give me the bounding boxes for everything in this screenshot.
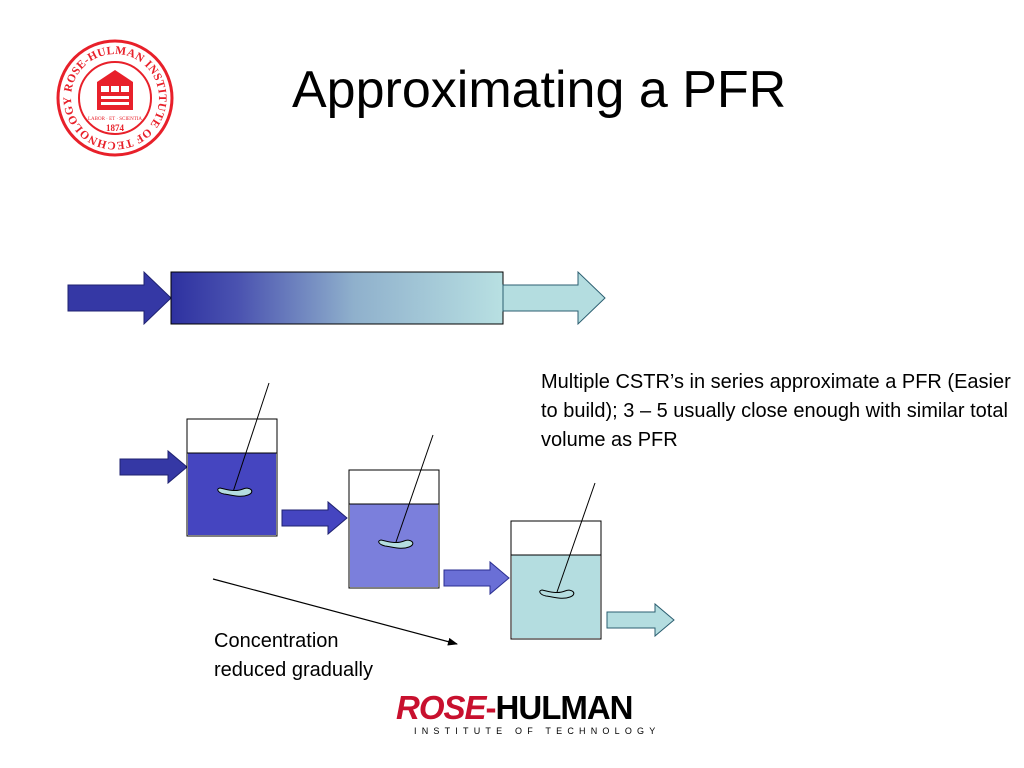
arrow-tank1-to-tank2 (281, 500, 348, 536)
pfr-inlet-arrow (67, 270, 172, 326)
stirrer-shaft-1 (232, 382, 270, 493)
impeller-icon (378, 539, 414, 549)
concentration-label-line1: Concentration (214, 630, 339, 652)
logo-separator: - (485, 689, 497, 726)
impeller-icon (539, 589, 575, 599)
feed-arrow (119, 449, 188, 485)
cstr-tank-3 (510, 482, 602, 640)
cstr-outlet-arrow (606, 602, 675, 638)
institute-seal-icon: ROSE-HULMAN INSTITUTE OF TECHNOLOGY LABO… (56, 39, 174, 157)
logo-hulman: HULMAN (495, 689, 634, 726)
caption-text: Multiple CSTR’s in series approximate a … (541, 371, 1011, 451)
arrow-tank2-to-tank3 (443, 560, 510, 596)
cstr-tank-2 (348, 434, 440, 589)
page-title: Approximating a PFR (292, 61, 787, 119)
logo-rose: ROSE (396, 689, 487, 726)
concentration-label: Concentration reduced gradually (214, 627, 434, 685)
concentration-trend-arrow (212, 578, 458, 646)
stirrer-shaft-2 (395, 434, 434, 543)
impeller-icon (217, 487, 253, 497)
seal-year: 1874 (106, 123, 125, 133)
concentration-label-line2: reduced gradually (214, 659, 373, 681)
pfr-outlet-arrow (502, 270, 606, 326)
pfr-tube (170, 271, 504, 325)
seal-motto: LABOR · ET · SCIENTIA (88, 117, 142, 122)
rose-hulman-logo: ROSE-HULMAN INSTITUTE OF TECHNOLOGY (396, 689, 661, 738)
stirrer-shaft-3 (556, 482, 596, 593)
logo-subtitle: INSTITUTE OF TECHNOLOGY (414, 726, 661, 736)
cstr-tank-1 (186, 382, 278, 537)
